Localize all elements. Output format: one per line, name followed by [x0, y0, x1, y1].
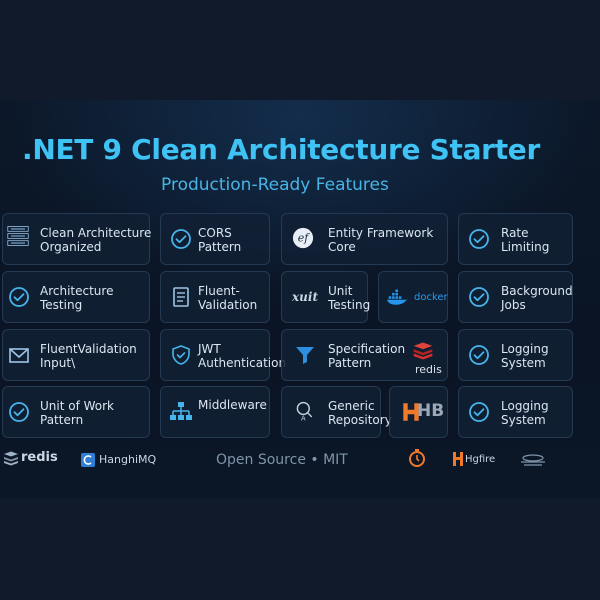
card-background-jobs: Background Jobs: [458, 271, 573, 323]
card-label: Architecture Testing: [40, 284, 114, 312]
page-subtitle: Production-Ready Features: [161, 175, 389, 195]
hangfire-logo-icon: [452, 451, 464, 467]
card-docker: docker: [378, 271, 448, 323]
check-circle-icon: [8, 286, 30, 308]
docker-whale-icon: [387, 287, 413, 307]
filter-icon: [294, 344, 316, 366]
card-rate-limiting: Rate Limiting: [458, 213, 573, 265]
card-generic-repository: A Generic Repository: [281, 386, 392, 438]
footer-rabbitmq: HanghiMQ: [99, 453, 157, 466]
hb-logo-icon: [400, 401, 419, 421]
card-label: Clean Architecture Organized: [40, 226, 152, 254]
card-specification: Specification Pattern redis: [281, 329, 448, 381]
check-circle-icon: [468, 344, 490, 366]
envelope-icon: [8, 344, 30, 366]
hb-label: HB: [417, 401, 445, 421]
card-unit-testing: xuit Unit Testing: [281, 271, 371, 323]
check-circle-icon: [468, 228, 490, 250]
card-hb-logo: HB: [389, 386, 448, 438]
card-label: Middleware: [198, 398, 267, 412]
card-jwt: JWT Authentication: [160, 329, 286, 381]
footer-license: Open Source • MIT: [216, 452, 348, 468]
card-label: JWT Authentication: [198, 342, 287, 370]
hangfire-timer-icon: [408, 449, 426, 467]
footer-redis: redis: [21, 450, 58, 465]
document-icon: [170, 286, 192, 308]
card-unit-of-work: Unit of Work Pattern: [2, 386, 150, 438]
layers-icon: [7, 225, 35, 253]
card-label: Generic Repository: [328, 399, 392, 427]
card-middleware: Middleware: [160, 386, 270, 438]
card-clean-architecture: Clean Architecture Organized: [2, 213, 152, 265]
card-cors: CORS Pattern: [160, 213, 270, 265]
search-a-icon: A: [294, 400, 318, 426]
card-label: FluentValidation Input\: [40, 342, 137, 370]
ef-logo-icon: ef: [292, 227, 316, 251]
card-fluent-validation: Fluent- Validation: [160, 271, 270, 323]
card-label: CORS Pattern: [198, 226, 242, 254]
svg-text:A: A: [301, 414, 306, 422]
card-label: Unit Testing: [328, 284, 371, 312]
xunit-logo: xuit: [292, 290, 318, 304]
hierarchy-icon: [170, 401, 192, 423]
card-label: Rate Limiting: [501, 226, 550, 254]
rabbitmq-footer-icon: [81, 452, 95, 467]
card-fluent-validation-input: FluentValidation Input\: [2, 329, 150, 381]
card-logging-system-2: Logging System: [458, 386, 573, 438]
card-label: Specification Pattern: [328, 342, 406, 370]
page-title: .NET 9 Clean Architecture Starter: [22, 133, 540, 166]
redis-label: redis: [415, 363, 442, 376]
footer-hangfire: Hgfire: [465, 454, 496, 465]
card-label: Logging System: [501, 399, 549, 427]
redis-logo-icon: [412, 340, 438, 362]
check-circle-icon: [468, 286, 490, 308]
check-circle-icon: [8, 401, 30, 423]
card-label: Logging System: [501, 342, 549, 370]
card-logging-system: Logging System: [458, 329, 573, 381]
card-label: Fluent- Validation: [198, 284, 258, 312]
docker-label: docker: [414, 292, 448, 303]
stacked-lines-icon: [520, 452, 546, 466]
check-circle-icon: [170, 228, 192, 250]
card-entity-framework: ef Entity Framework Core: [281, 213, 448, 265]
redis-footer-icon: [3, 451, 19, 467]
check-circle-icon: [468, 401, 490, 423]
card-label: Entity Framework Core: [328, 226, 434, 254]
card-label: Unit of Work Pattern: [40, 399, 115, 427]
card-label: Background Jobs: [501, 284, 573, 312]
feature-banner: .NET 9 Clean Architecture Starter Produc…: [0, 100, 600, 498]
card-architecture-testing: Architecture Testing: [2, 271, 150, 323]
shield-check-icon: [170, 344, 192, 366]
svg-text:ef: ef: [298, 232, 311, 245]
